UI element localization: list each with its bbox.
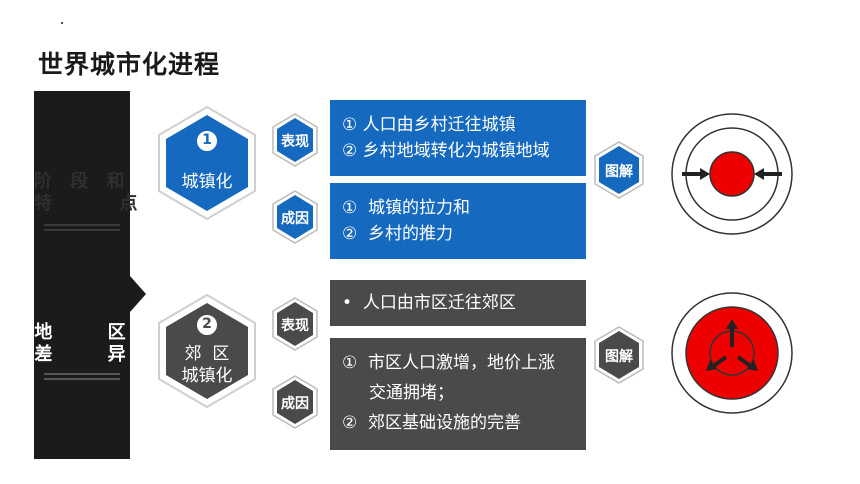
sidebar-stage-label: 阶 段 和 特 点 (34, 171, 144, 214)
stage1-biaoxian-hex (272, 113, 318, 167)
stage1-tujie-hex (594, 141, 644, 199)
stage2-tujie-tag: 图解 (605, 349, 633, 365)
stage2-chengyin-box: ① 市区人口激增，地价上涨 交通拥堵； ② 郊区基础设施的完善 (330, 338, 586, 450)
stage2-chengyin-hex (272, 375, 318, 429)
stage1-badge-number: 1 (202, 132, 212, 148)
inward-arrows-diagram-icon (671, 113, 793, 235)
sidebar-pointer-arrow (130, 276, 146, 312)
stage1-hexagon (158, 105, 256, 221)
decorative-dot (61, 22, 63, 24)
sidebar-diff-label: 地 区 差 异 (34, 322, 130, 365)
sidebar (34, 91, 130, 459)
sidebar-divider (44, 224, 120, 226)
stage1-name: 城镇化 (181, 172, 233, 192)
stage2-hexagon (158, 293, 256, 409)
stage1-chengyin-hex (272, 190, 318, 244)
stage2-badge-number: 2 (202, 316, 212, 332)
sidebar-divider (44, 373, 120, 375)
stage1-tujie-tag: 图解 (605, 164, 633, 180)
stage1-biaoxian-box: ① 人口由乡村迁往城镇 ② 乡村地域转化为城镇地域 (330, 100, 586, 176)
stage2-biaoxian-box: • 人口由市区迁往郊区 (330, 280, 586, 326)
stage1-chengyin-box: ① 城镇的拉力和 ② 乡村的推力 (330, 183, 586, 259)
stage1-chengyin-tag: 成因 (281, 211, 309, 227)
stage2-biaoxian-tag: 表现 (281, 318, 309, 334)
stage1-biaoxian-tag: 表现 (281, 134, 309, 150)
stage2-name: 郊 区 城镇化 (181, 344, 233, 386)
stage2-biaoxian-hex (272, 297, 318, 351)
sidebar-divider (44, 229, 120, 231)
outward-arrows-diagram-icon (671, 292, 793, 414)
sidebar-divider (44, 378, 120, 380)
stage2-chengyin-tag: 成因 (281, 396, 309, 412)
stage2-tujie-hex (594, 326, 644, 384)
page-title: 世界城市化进程 (38, 50, 221, 79)
